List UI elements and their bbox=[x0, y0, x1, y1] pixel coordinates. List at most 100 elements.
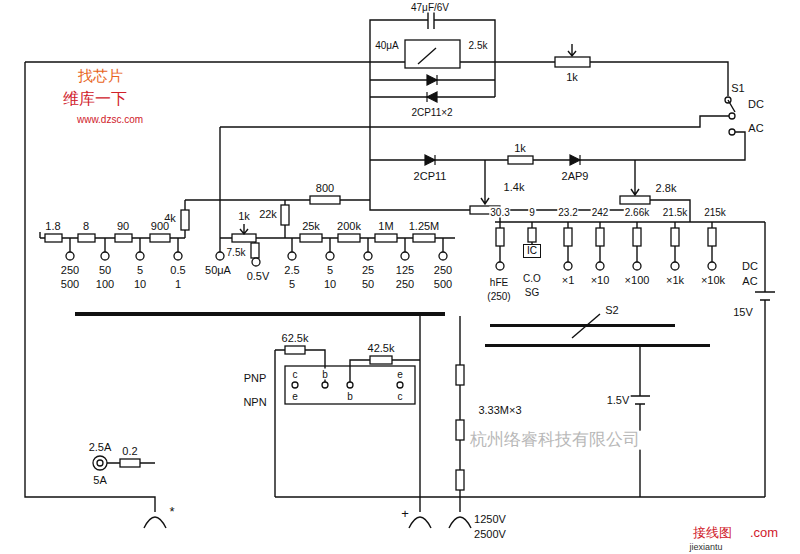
resistor-symbol bbox=[564, 228, 572, 246]
component-label: * bbox=[168, 505, 175, 519]
terminal-symbol bbox=[729, 113, 735, 119]
terminal-symbol bbox=[364, 252, 372, 260]
wire bbox=[428, 11, 434, 29]
wire bbox=[25, 62, 155, 512]
component-label: C.O bbox=[522, 273, 542, 284]
terminal-symbol bbox=[288, 252, 296, 260]
watermark: 找芯片 bbox=[77, 68, 124, 85]
terminal-symbol bbox=[322, 382, 328, 388]
terminal-symbol bbox=[729, 129, 735, 135]
switch-bar bbox=[490, 324, 675, 327]
watermark: 接线图 bbox=[692, 526, 733, 540]
wire bbox=[568, 44, 576, 56]
resistor-symbol bbox=[555, 57, 590, 67]
component-label: 242 bbox=[591, 207, 610, 218]
component-label: 1k bbox=[565, 71, 579, 83]
terminal-symbol bbox=[101, 252, 109, 260]
component-label: 62.5k bbox=[281, 332, 310, 344]
resistor-symbol bbox=[375, 234, 397, 242]
component-label: S2 bbox=[604, 304, 619, 316]
component-label: 10 bbox=[323, 278, 337, 290]
terminal-symbol bbox=[216, 252, 224, 260]
component-label: 200k bbox=[336, 220, 362, 232]
terminal-symbol bbox=[708, 262, 716, 270]
wire bbox=[572, 314, 600, 338]
wire bbox=[500, 222, 712, 262]
component-label: 1.8 bbox=[44, 220, 61, 232]
component-label: AC bbox=[741, 275, 758, 287]
component-label: ×10k bbox=[700, 274, 726, 286]
component-label: 42.5k bbox=[367, 342, 396, 354]
wire bbox=[220, 127, 285, 260]
component-label: 2AP9 bbox=[561, 170, 590, 182]
component-label: 2.66k bbox=[624, 207, 650, 218]
switch-bar bbox=[75, 312, 445, 316]
resistor-symbol bbox=[251, 243, 259, 258]
wire bbox=[495, 160, 765, 222]
resistor-symbol bbox=[281, 205, 289, 225]
component-label: 5 bbox=[288, 278, 296, 290]
component-label: 50μA bbox=[204, 264, 232, 276]
component-label: hFE bbox=[489, 277, 509, 288]
resistor-symbol bbox=[633, 228, 641, 246]
terminal-symbol bbox=[397, 382, 403, 388]
resistor-symbol bbox=[528, 228, 536, 242]
terminal-symbol bbox=[326, 252, 334, 260]
component-label: 900 bbox=[150, 220, 170, 232]
wire bbox=[275, 350, 420, 497]
component-label: c bbox=[292, 369, 299, 380]
terminal-symbol bbox=[66, 252, 74, 260]
terminal-symbol bbox=[174, 252, 182, 260]
diode-symbol bbox=[427, 75, 437, 85]
component-label: 2.8k bbox=[655, 182, 678, 194]
resistor-symbol bbox=[115, 234, 132, 242]
resistor-symbol bbox=[413, 234, 435, 242]
resistor-symbol bbox=[338, 234, 360, 242]
wire bbox=[285, 200, 455, 238]
resistor-symbol bbox=[708, 228, 716, 246]
component-label: 2CP11×2 bbox=[410, 107, 453, 118]
component-label: 5 bbox=[136, 264, 144, 276]
ic-box: IC bbox=[523, 244, 541, 258]
component-label: 2CP11 bbox=[413, 170, 448, 182]
component-label: 90 bbox=[116, 220, 130, 232]
component-label: 23.2 bbox=[557, 207, 578, 218]
component-label: 47μF/6V bbox=[410, 2, 450, 13]
watermark: 杭州络睿科技有限公司 bbox=[469, 431, 641, 450]
resistor-symbol bbox=[508, 156, 533, 164]
watermark: jiexiantu bbox=[688, 543, 723, 553]
wire bbox=[370, 20, 495, 160]
component-label: ×100 bbox=[624, 274, 651, 286]
resistor-symbol bbox=[596, 228, 604, 246]
component-label: 7.5k bbox=[226, 247, 247, 258]
wire bbox=[275, 347, 765, 497]
resistor-symbol bbox=[496, 228, 504, 246]
component-label: 1.4k bbox=[503, 181, 526, 193]
terminal-symbol bbox=[97, 460, 103, 466]
component-label: SG bbox=[524, 287, 540, 298]
component-label: (250) bbox=[486, 291, 511, 302]
component-label: 40μA bbox=[374, 40, 400, 51]
resistor-symbol bbox=[285, 346, 305, 354]
resistor-symbol bbox=[456, 470, 464, 490]
box-text: IC bbox=[527, 245, 537, 257]
component-label: AC bbox=[747, 122, 764, 134]
terminal-symbol bbox=[596, 262, 604, 270]
wire bbox=[481, 160, 489, 204]
component-label: 0.5V bbox=[246, 270, 271, 282]
component-label: 22k bbox=[258, 208, 278, 220]
resistor-symbol bbox=[370, 356, 392, 364]
wire bbox=[185, 160, 640, 210]
wire bbox=[144, 517, 471, 528]
component-label: 30.3 bbox=[489, 207, 510, 218]
component-label: 125 bbox=[395, 264, 415, 276]
terminal-symbol bbox=[633, 262, 641, 270]
component-label: 5 bbox=[326, 264, 334, 276]
component-label: ×1k bbox=[665, 274, 685, 286]
wire bbox=[40, 200, 185, 238]
component-label: 500 bbox=[433, 278, 453, 290]
component-label: 21.5k bbox=[662, 207, 688, 218]
component-label: 800 bbox=[315, 182, 335, 194]
resistor-symbol bbox=[300, 234, 322, 242]
watermark: www.dzsc.com bbox=[76, 114, 144, 125]
